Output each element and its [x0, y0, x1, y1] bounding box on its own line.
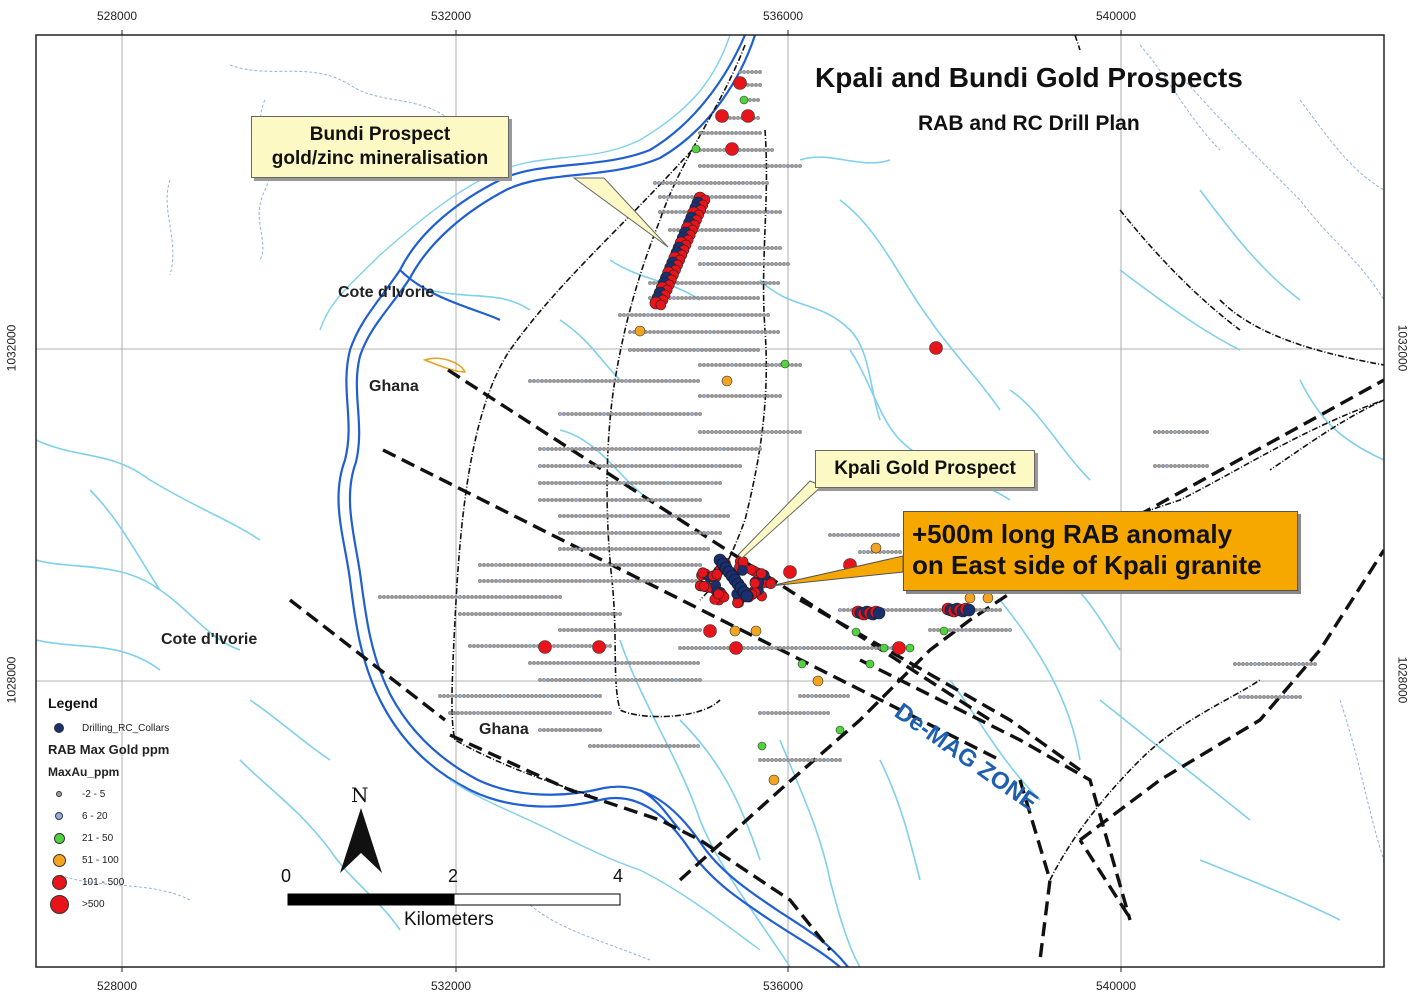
class-symbol-icon: [56, 791, 62, 797]
x-tick-top-1: 528000: [97, 9, 138, 23]
scale-tick-2: 2: [448, 866, 459, 886]
structure-lines: [288, 368, 1384, 961]
north-arrow-icon: [340, 808, 382, 873]
scale-tick-4: 4: [613, 866, 624, 886]
legend-class-label: 101 - 500: [82, 876, 125, 888]
class-symbol-icon: [51, 874, 67, 890]
legend-class-label: 51 - 100: [82, 854, 119, 866]
y-tick-left-2: 1028000: [4, 656, 19, 704]
legend-class: 101 - 500: [48, 871, 268, 893]
class-symbol-icon: [52, 853, 66, 867]
x-tick-bottom-3: 536000: [763, 979, 804, 993]
label-cote-divoire-south: Cote d'Ivorie: [161, 631, 258, 648]
label-ghana-south: Ghana: [479, 721, 529, 738]
anomaly-callout-line2: on East side of Kpali granite: [912, 550, 1262, 580]
y-tick-right-2: 1028000: [1395, 656, 1410, 704]
x-tick-bottom-4: 540000: [1096, 979, 1137, 993]
legend-class: 6 - 20: [48, 805, 268, 827]
x-tick-bottom-2: 532000: [431, 979, 472, 993]
x-tick-top-4: 540000: [1096, 9, 1137, 23]
scale-tick-0: 0: [281, 866, 292, 886]
legend-class-label: -2 - 5: [82, 788, 106, 800]
pond: [422, 357, 467, 373]
y-tick-left-1: 1032000: [4, 324, 19, 372]
map-frame: [35, 34, 1385, 968]
scale-bar: [287, 893, 621, 906]
legend-class: -2 - 5: [48, 783, 268, 805]
x-tick-bottom-1: 528000: [97, 979, 138, 993]
legend-collars: Drilling_RC_Collars: [48, 717, 268, 739]
class-symbol-icon: [55, 812, 63, 820]
graticule: [36, 35, 1384, 967]
class-symbol-icon: [49, 894, 69, 914]
legend-class-label: >500: [82, 898, 105, 910]
map-title: Kpali and Bundi Gold Prospects: [815, 62, 1243, 93]
map-subtitle: RAB and RC Drill Plan: [918, 112, 1140, 135]
legend-field: MaxAu_ppm: [48, 765, 120, 779]
label-ghana-north: Ghana: [369, 378, 419, 395]
bundi-callout-line1: Bundi Prospect: [309, 124, 451, 145]
river: [337, 35, 849, 967]
legend-title: Legend: [48, 695, 98, 711]
legend-class-label: 21 - 50: [82, 832, 114, 844]
legend-collars-label: Drilling_RC_Collars: [82, 722, 170, 734]
label-cote-divoire-north: Cote d'Ivorie: [338, 284, 435, 301]
legend-class-label: 6 - 20: [82, 810, 108, 822]
anomaly-callout: +500m long RAB anomaly on East side of K…: [903, 511, 1298, 591]
callout-leaders: [572, 177, 904, 587]
kpali-callout: Kpali Gold Prospect: [815, 450, 1035, 488]
class-symbol-icon: [53, 832, 65, 844]
north-label: N: [351, 783, 369, 807]
legend-class: 21 - 50: [48, 827, 268, 849]
anomaly-callout-line1: +500m long RAB anomaly: [912, 519, 1233, 549]
legend: Legend Drilling_RC_Collars RAB Max Gold …: [48, 695, 268, 915]
drill-points: [378, 70, 1317, 786]
bundi-callout: Bundi Prospect gold/zinc mineralisation: [251, 116, 509, 178]
bundi-callout-line2: gold/zinc mineralisation: [271, 148, 489, 169]
collar-symbol-icon: [48, 723, 70, 733]
streams: [36, 156, 1384, 967]
y-tick-right-1: 1032000: [1395, 324, 1410, 372]
legend-rab-title: RAB Max Gold ppm: [48, 742, 170, 757]
x-tick-top-3: 536000: [763, 9, 804, 23]
x-tick-top-2: 532000: [431, 9, 472, 23]
legend-class: 51 - 100: [48, 849, 268, 871]
legend-class: >500: [48, 893, 268, 915]
scale-unit: Kilometers: [404, 909, 494, 930]
legend-classes: -2 - 5 6 - 20 21 - 50 51 - 100 101 - 500…: [48, 783, 268, 915]
